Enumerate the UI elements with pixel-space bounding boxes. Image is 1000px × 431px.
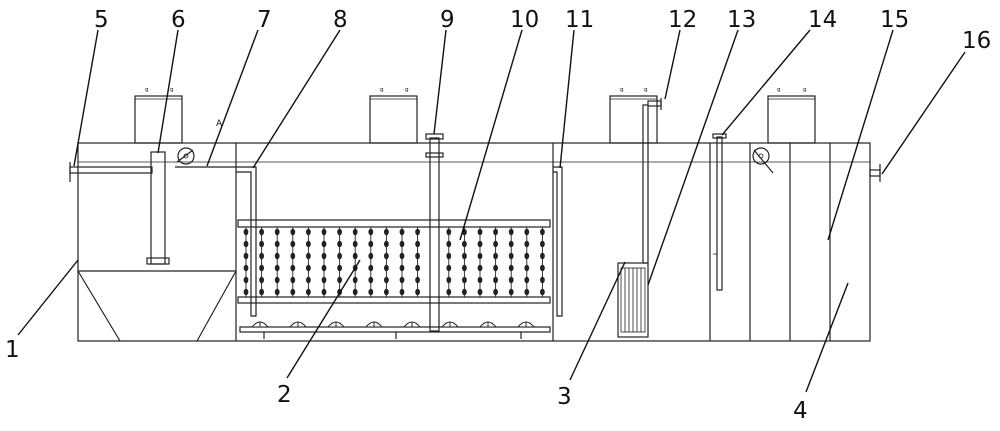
label-7: 7 [257, 7, 272, 33]
tank-body [77, 142, 871, 342]
filter-module [617, 262, 649, 338]
diffuser [326, 321, 346, 328]
label-15: 15 [880, 7, 909, 33]
svg-text:ᵍ: ᵍ [145, 87, 149, 97]
left-valve [175, 147, 236, 168]
aeration-pipe [239, 326, 551, 339]
label-14: 14 [808, 7, 837, 33]
media-string [462, 227, 467, 297]
callout-labels: 5 6 7 8 9 10 11 12 13 14 15 16 1 2 3 4 [5, 7, 991, 424]
label-1: 1 [5, 337, 20, 363]
media-string [306, 227, 311, 297]
sludge-hopper [77, 270, 237, 342]
outlet-pipe [869, 164, 881, 182]
svg-text:ᵍ: ᵍ [644, 87, 648, 97]
label-8: 8 [333, 7, 348, 33]
label-9: 9 [440, 7, 455, 33]
label-12: 12 [668, 7, 697, 33]
media-string [243, 227, 249, 297]
media-string [399, 227, 405, 297]
label-10: 10 [510, 7, 539, 33]
right-valve [752, 147, 774, 174]
media-string [540, 227, 545, 297]
label-6: 6 [171, 7, 186, 33]
label-11: 11 [565, 7, 594, 33]
air-lift-pipe-left [236, 166, 257, 317]
media-string [274, 227, 280, 297]
pipe-14 [712, 133, 727, 291]
diffuser [478, 321, 498, 328]
air-lift-pipe-right [553, 166, 563, 317]
media-string [352, 227, 358, 297]
pipe-12 [642, 98, 662, 264]
label-5: 5 [94, 7, 109, 33]
media-frame [237, 219, 551, 304]
svg-text:ᵍ: ᵍ [405, 87, 409, 97]
svg-text:ᵍ: ᵍ [777, 87, 781, 97]
media-string [477, 227, 483, 297]
media-string [337, 227, 342, 297]
label-16: 16 [962, 28, 991, 54]
svg-text:ᵍ: ᵍ [380, 87, 384, 97]
svg-text:ᵍ: ᵍ [803, 87, 807, 97]
media-string [508, 227, 514, 297]
media-string [290, 227, 296, 297]
aeration-diffusers [250, 321, 536, 328]
media-string [446, 227, 452, 297]
media-string [415, 227, 420, 297]
media-string [524, 227, 530, 297]
media-string [384, 227, 389, 297]
central-pipe [425, 133, 444, 332]
diffuser [516, 321, 536, 328]
media-string [321, 227, 327, 297]
label-3: 3 [557, 384, 572, 410]
media-string [368, 227, 374, 297]
media-string [259, 227, 264, 297]
diffuser [250, 321, 270, 328]
label-2: 2 [277, 382, 292, 408]
diffuser [402, 321, 422, 328]
leader-lines [17, 29, 966, 393]
label-13: 13 [727, 7, 756, 33]
media-strings [243, 227, 545, 297]
svg-text:ᵍ: ᵍ [170, 87, 174, 97]
diffuser [440, 321, 460, 328]
compartment-walls [235, 143, 831, 341]
inlet-pipe [69, 151, 170, 265]
media-string [493, 227, 498, 297]
svg-text:ᵍ: ᵍ [620, 87, 624, 97]
diffuser [364, 321, 384, 328]
marker-a: A [216, 119, 223, 129]
label-4: 4 [793, 398, 808, 424]
diffuser [288, 321, 308, 328]
